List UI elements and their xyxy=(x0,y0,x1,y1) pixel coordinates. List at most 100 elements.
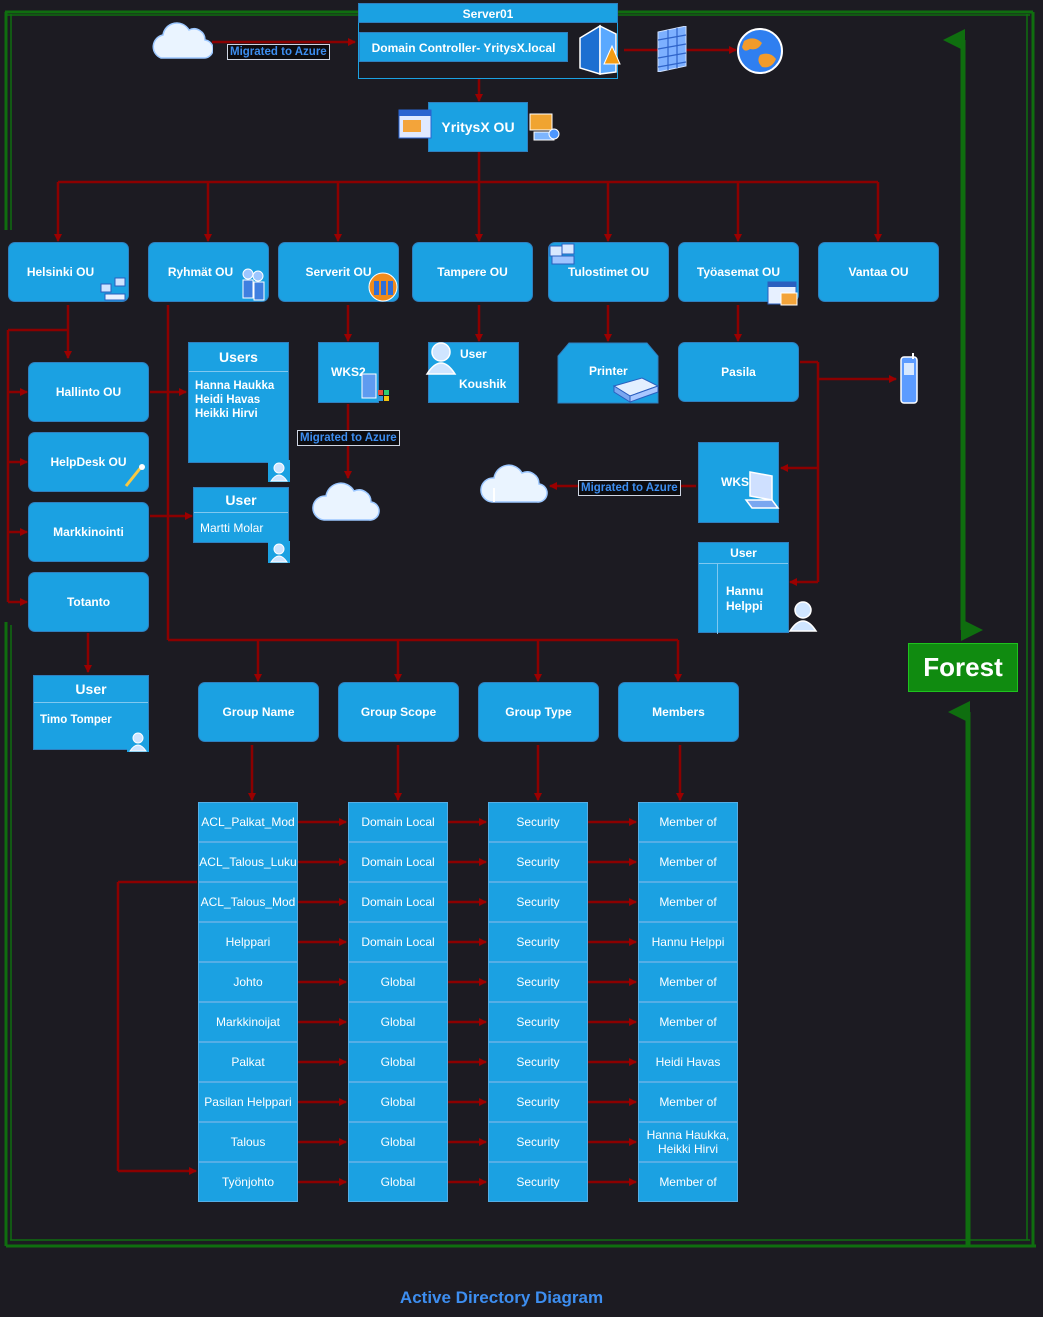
ou-vantaa[interactable]: Vantaa OU xyxy=(818,242,939,302)
user-icon xyxy=(788,601,818,632)
migrated-to-azure-label: Migrated to Azure xyxy=(578,480,681,496)
group-type-cell[interactable]: Security xyxy=(488,962,588,1002)
group-name-cell[interactable]: ACL_Palkat_Mod xyxy=(198,802,298,842)
group-members-cell[interactable]: Member of xyxy=(638,882,738,922)
group-name-cell[interactable]: Pasilan Helppari xyxy=(198,1082,298,1122)
computer-icon xyxy=(529,113,560,141)
group-type-cell[interactable]: Security xyxy=(488,842,588,882)
firewall-icon xyxy=(657,26,687,72)
wks2-label: WKS2 xyxy=(331,365,366,379)
domain-controller[interactable]: Domain Controller- YritysX.local xyxy=(359,32,568,62)
ou-hallinto[interactable]: Hallinto OU xyxy=(28,362,149,422)
internet-globe-icon xyxy=(737,28,783,74)
user-card-martti[interactable]: User Martti Molar xyxy=(193,487,289,543)
group-name-cell[interactable]: Talous xyxy=(198,1122,298,1162)
windows-pc-icon xyxy=(361,373,389,401)
group-members-cell[interactable]: Heidi Havas xyxy=(638,1042,738,1082)
users-card-title: Users xyxy=(189,343,288,372)
user-card-title: User xyxy=(194,488,288,513)
group-members-cell[interactable]: Member of xyxy=(638,1082,738,1122)
group-type-cell[interactable]: Security xyxy=(488,1002,588,1042)
user-card-title: User xyxy=(699,543,788,564)
ou-helpdesk[interactable]: HelpDesk OU xyxy=(28,432,149,492)
group-members-cell[interactable]: Member of xyxy=(638,962,738,1002)
app-window-icon xyxy=(398,109,432,139)
group-scope-cell[interactable]: Global xyxy=(348,1122,448,1162)
group-scope-cell[interactable]: Global xyxy=(348,1042,448,1082)
root-ou[interactable]: YritysX OU xyxy=(428,102,528,152)
group-type-cell[interactable]: Security xyxy=(488,1122,588,1162)
azure-cloud-icon xyxy=(312,482,380,521)
group-type-cell[interactable]: Security xyxy=(488,922,588,962)
group-name-cell[interactable]: Johto xyxy=(198,962,298,1002)
users-card[interactable]: Users Hanna Haukka Heidi Havas Heikki Hi… xyxy=(188,342,289,463)
group-name-cell[interactable]: ACL_Talous_Luku xyxy=(198,842,298,882)
wks1-label: WKS1 xyxy=(721,475,756,489)
forest-box[interactable]: Forest xyxy=(908,643,1018,692)
user-name: Martti Molar xyxy=(200,521,264,535)
user-icon xyxy=(127,730,149,752)
group-name-header: Group Name xyxy=(198,682,319,742)
group-scope-cell[interactable]: Domain Local xyxy=(348,802,448,842)
azure-cloud-icon xyxy=(480,464,548,503)
network-icon xyxy=(100,277,126,301)
members-header: Members xyxy=(618,682,739,742)
group-type-cell[interactable]: Security xyxy=(488,882,588,922)
user-name: Koushik xyxy=(459,377,507,391)
user-group-icon xyxy=(242,268,265,301)
ou-tampere[interactable]: Tampere OU xyxy=(412,242,533,302)
group-name-cell[interactable]: ACL_Talous_Mod xyxy=(198,882,298,922)
user-name: Timo Tomper xyxy=(40,714,112,726)
group-scope-header: Group Scope xyxy=(338,682,459,742)
ou-totanto[interactable]: Totanto xyxy=(28,572,149,632)
group-scope-cell[interactable]: Domain Local xyxy=(348,882,448,922)
group-scope-cell[interactable]: Global xyxy=(348,1162,448,1202)
workstation-window-icon xyxy=(767,281,798,306)
group-name-cell[interactable]: Työnjohto xyxy=(198,1162,298,1202)
user-name: Heidi Havas xyxy=(195,394,261,406)
group-name-cell[interactable]: Palkat xyxy=(198,1042,298,1082)
group-scope-cell[interactable]: Domain Local xyxy=(348,922,448,962)
user-icon xyxy=(268,460,290,482)
printer-icon xyxy=(612,377,660,403)
group-type-cell[interactable]: Security xyxy=(488,1082,588,1122)
group-members-cell[interactable]: Hannu Helppi xyxy=(638,922,738,962)
printer-label: Printer xyxy=(589,364,628,378)
server-title: Server01 xyxy=(358,3,618,23)
group-type-cell[interactable]: Security xyxy=(488,1042,588,1082)
group-type-cell[interactable]: Security xyxy=(488,802,588,842)
laptop-icon xyxy=(744,471,780,509)
group-name-cell[interactable]: Helppari xyxy=(198,922,298,962)
group-members-cell[interactable]: Member of xyxy=(638,1162,738,1202)
user-card-title: User xyxy=(34,676,148,703)
group-members-cell[interactable]: Member of xyxy=(638,802,738,842)
migrated-to-azure-label: Migrated to Azure xyxy=(227,44,330,60)
group-scope-cell[interactable]: Domain Local xyxy=(348,842,448,882)
server-cluster-icon xyxy=(368,272,398,302)
group-members-cell[interactable]: Hanna Haukka, Heikki Hirvi xyxy=(638,1122,738,1162)
group-name-cell[interactable]: Markkinoijat xyxy=(198,1002,298,1042)
group-members-cell[interactable]: Member of xyxy=(638,842,738,882)
user-name: Helppi xyxy=(726,599,763,613)
user-card-title: User xyxy=(460,347,487,361)
ou-tyoasemat[interactable]: Työasemat OU xyxy=(678,242,799,302)
group-scope-cell[interactable]: Global xyxy=(348,962,448,1002)
group-scope-cell[interactable]: Global xyxy=(348,1002,448,1042)
domain-controller-icon xyxy=(579,24,621,76)
helpdesk-tool-icon xyxy=(124,464,145,487)
group-type-header: Group Type xyxy=(478,682,599,742)
user-icon xyxy=(425,342,457,375)
group-members-cell[interactable]: Member of xyxy=(638,1002,738,1042)
user-icon xyxy=(268,541,290,563)
ou-markkinointi[interactable]: Markkinointi xyxy=(28,502,149,562)
diagram-title: Active Directory Diagram xyxy=(399,1288,604,1307)
user-name: Heikki Hirvi xyxy=(195,408,258,420)
pasila-box[interactable]: Pasila xyxy=(678,342,799,402)
user-card-hannu[interactable]: User Hannu Helppi xyxy=(698,542,789,634)
group-scope-cell[interactable]: Global xyxy=(348,1082,448,1122)
group-type-cell[interactable]: Security xyxy=(488,1162,588,1202)
user-name: Hanna Haukka xyxy=(195,380,275,392)
printers-icon xyxy=(549,243,575,265)
mobile-phone-icon xyxy=(900,353,918,404)
